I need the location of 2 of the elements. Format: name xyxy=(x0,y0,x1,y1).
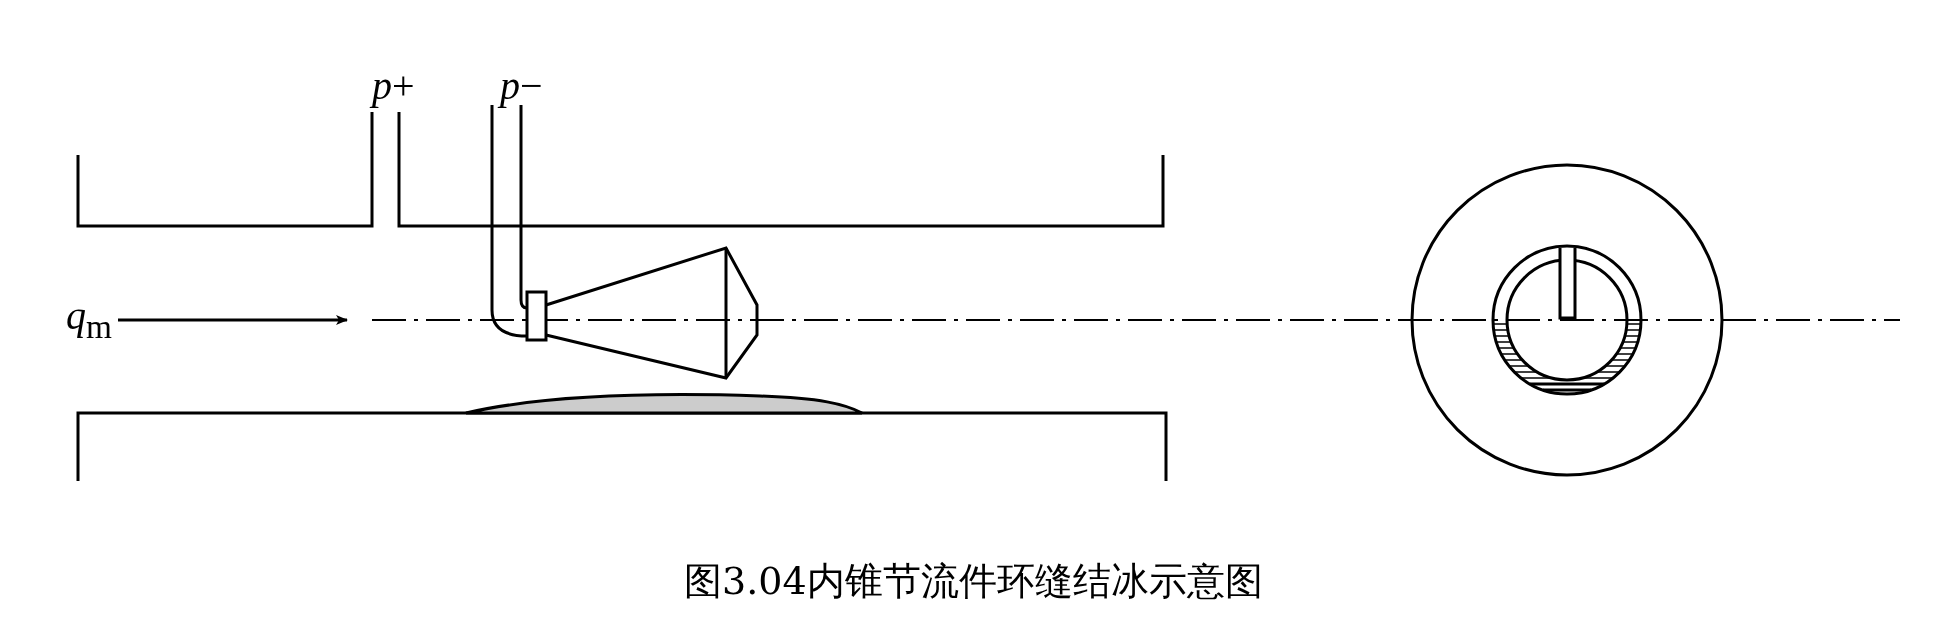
flow-label: q$_{m}$ xyxy=(66,296,112,344)
caption: 图3.04内锥节流件环缝结冰示意图 xyxy=(684,562,1263,600)
